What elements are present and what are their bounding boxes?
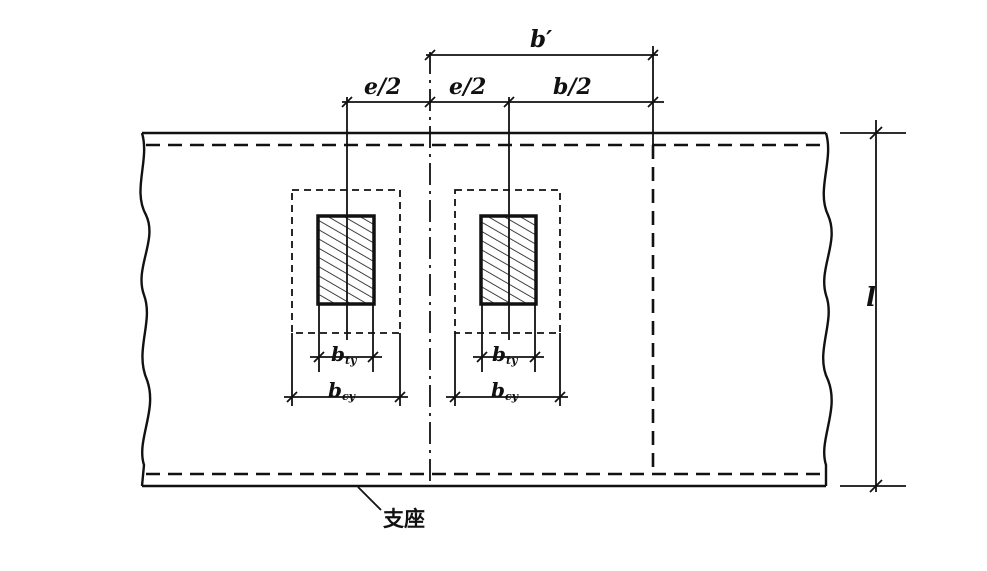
right-tire-contact-area [479, 214, 538, 306]
label-b-cy-right: bcy [491, 378, 520, 403]
slab-outline [139, 131, 833, 488]
left-wheel-load: bty bcy [284, 189, 408, 406]
right-distribution-area [454, 189, 561, 334]
label-b-half: b/2 [553, 74, 592, 100]
label-l: l [866, 283, 876, 313]
label-support: 支座 [383, 507, 425, 531]
dim-b-prime: b′ [424, 26, 659, 61]
label-e-half-left: e/2 [364, 74, 401, 100]
right-wheel-load: bty bcy [446, 189, 568, 406]
label-b-prime: b′ [530, 26, 552, 53]
label-b-ty-left: bty [331, 342, 358, 367]
label-b-cy-left: bcy [328, 378, 357, 403]
label-e-half-right: e/2 [449, 74, 486, 100]
slab-left-break-line [139, 132, 152, 487]
slab-right-break-line [822, 132, 833, 486]
left-tire-contact-area [316, 214, 376, 306]
support-leader-line [357, 486, 382, 511]
dim-e-b-row: e/2 e/2 b/2 [341, 74, 664, 108]
dim-l: l [840, 120, 906, 493]
label-b-ty-right: bty [492, 342, 519, 367]
left-distribution-area [291, 189, 401, 334]
